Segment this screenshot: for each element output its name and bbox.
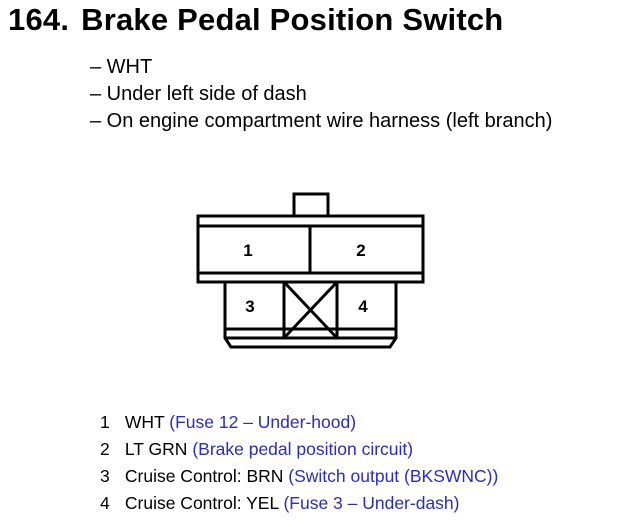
pin-number: 3 <box>100 466 110 486</box>
detail-location: – Under left side of dash <box>90 83 307 105</box>
connector-lock-tab <box>292 192 330 218</box>
pin-note: (Fuse 3 – Under-dash) <box>283 493 460 513</box>
pin-wire: WHT <box>124 412 165 432</box>
pin-note: (Fuse 12 – Under-hood) <box>169 412 357 432</box>
cavity-label-4: 4 <box>358 297 368 316</box>
pin-number: 1 <box>100 412 110 432</box>
detail-harness: – On engine compartment wire harness (le… <box>90 110 553 132</box>
pin-number: 2 <box>100 439 110 459</box>
pin-row: 2 LT GRN (Brake pedal position circuit) <box>100 436 498 463</box>
pin-row: 4 Cruise Control: YEL (Fuse 3 – Under-da… <box>100 490 498 517</box>
pin-wire: Cruise Control: YEL <box>124 493 279 513</box>
pin-wire: LT GRN <box>124 439 188 459</box>
page-title: 164. Brake Pedal Position Switch <box>8 2 503 38</box>
pin-note: (Switch output (BKSWNC)) <box>288 466 499 486</box>
pin-list: 1 WHT (Fuse 12 – Under-hood) 2 LT GRN (B… <box>100 409 498 517</box>
pin-row: 3 Cruise Control: BRN (Switch output (BK… <box>100 463 498 490</box>
pin-number: 4 <box>100 493 110 513</box>
cavity-label-2: 2 <box>356 241 365 260</box>
cavity-label-1: 1 <box>243 241 252 260</box>
component-name: Brake Pedal Position Switch <box>81 2 504 37</box>
pin-note: (Brake pedal position circuit) <box>192 439 414 459</box>
pin-row: 1 WHT (Fuse 12 – Under-hood) <box>100 409 498 436</box>
component-number: 164. <box>8 2 70 37</box>
component-details: – WHT – Under left side of dash – On eng… <box>90 54 552 135</box>
cavity-label-3: 3 <box>245 297 254 316</box>
pin-wire: Cruise Control: BRN <box>124 466 284 486</box>
detail-color: – WHT <box>90 56 153 78</box>
connector-diagram: 1 2 3 4 <box>196 192 425 349</box>
